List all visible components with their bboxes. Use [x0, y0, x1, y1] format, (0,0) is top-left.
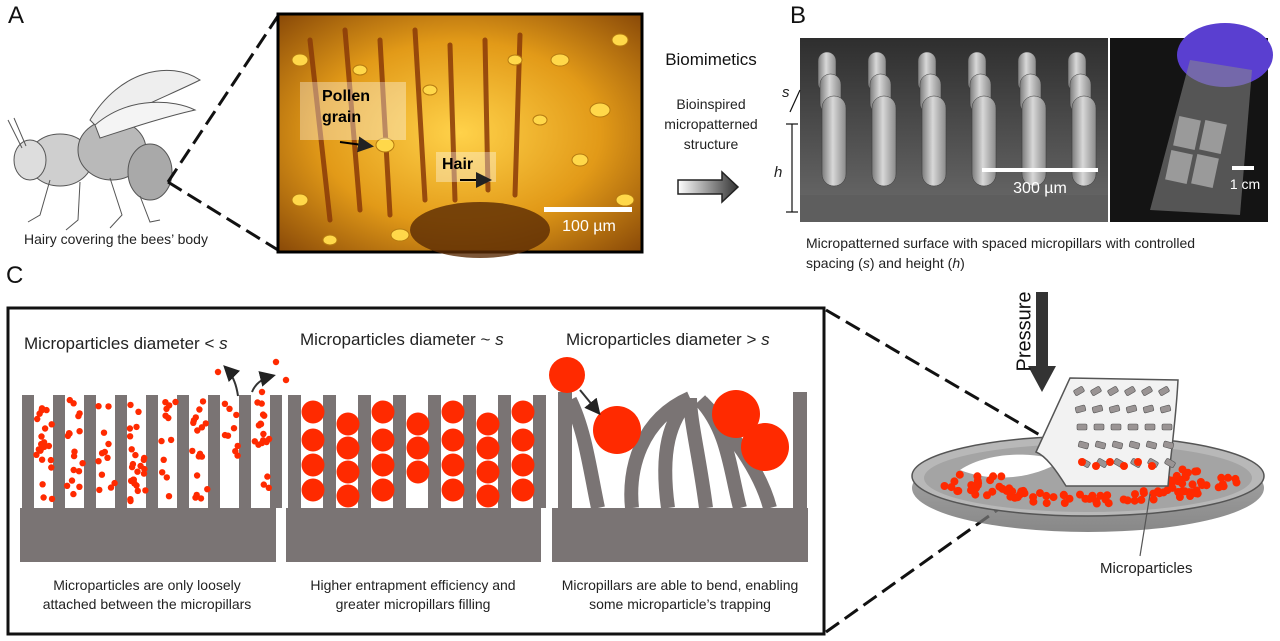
panel-b-caption-line2: spacing (s) and height (h) [806, 255, 965, 271]
h-label: h [774, 164, 783, 181]
callout-dash-bottom [167, 180, 279, 252]
glass-slide-photo [1110, 23, 1273, 222]
biomimetics-title: Biomimetics [665, 50, 757, 69]
microparticles-pointer [1139, 493, 1151, 557]
patterned-film [1034, 377, 1179, 487]
sem-image [800, 38, 1108, 222]
biomimetics-desc: Bioinspired micropatterned structure [646, 94, 776, 154]
s-label: s [782, 84, 790, 101]
biomimetics-desc-line1: Bioinspired [676, 96, 746, 112]
panel-letter-a: A [8, 2, 25, 29]
panel-b-caption-line1: Micropatterned surface with spaced micro… [806, 235, 1196, 251]
petri-dish [911, 435, 1265, 532]
callout-dash-top [166, 15, 280, 183]
scenario-1-caption: Microparticles are only loosely attached… [42, 577, 252, 612]
bee-caption: Hairy covering the bees’ body [24, 231, 208, 247]
photo-scale-label: 100 µm [562, 218, 616, 235]
pressure-arrow [1028, 292, 1056, 392]
scenario-3-caption: Micropillars are able to bend, enabling … [561, 577, 799, 612]
hair-label: Hair [442, 156, 474, 173]
sem-pillars [817, 51, 1097, 187]
biomimetics-desc-line3: structure [683, 136, 739, 152]
scenario-equal-particles [286, 395, 546, 562]
scenario-large-particles [549, 357, 808, 562]
photo-b-scale-label: 1 cm [1229, 176, 1261, 192]
biomimetics-arrow [677, 170, 740, 204]
scenario-small-particles [20, 358, 290, 562]
scenario-3-title: Microparticles diameter > s [566, 330, 770, 349]
pollen-label-line1: Pollen [322, 88, 371, 105]
sem-scale-bar [982, 168, 1098, 172]
pressure-label: Pressure [1013, 291, 1036, 372]
pollen-label: Pollen grain [322, 86, 370, 128]
pollen-photo [276, 12, 644, 258]
scenario-2-caption: Higher entrapment efficiency and greater… [310, 577, 516, 612]
scenario-2-title: Microparticles diameter ~ s [300, 330, 504, 349]
biomimetics-desc-line2: micropatterned [664, 116, 758, 132]
panel-letter-b: B [790, 2, 807, 29]
scenario-1-title: Microparticles diameter < s [24, 334, 228, 353]
panel-letter-c: C [6, 262, 24, 289]
s-measure [789, 89, 801, 113]
panel-b-caption: Micropatterned surface with spaced micro… [806, 233, 1276, 273]
microparticles-label: Microparticles [1100, 560, 1193, 577]
pollen-label-line2: grain [322, 109, 362, 126]
sem-scale-label: 300 µm [1013, 180, 1067, 197]
bee-illustration [7, 69, 201, 231]
